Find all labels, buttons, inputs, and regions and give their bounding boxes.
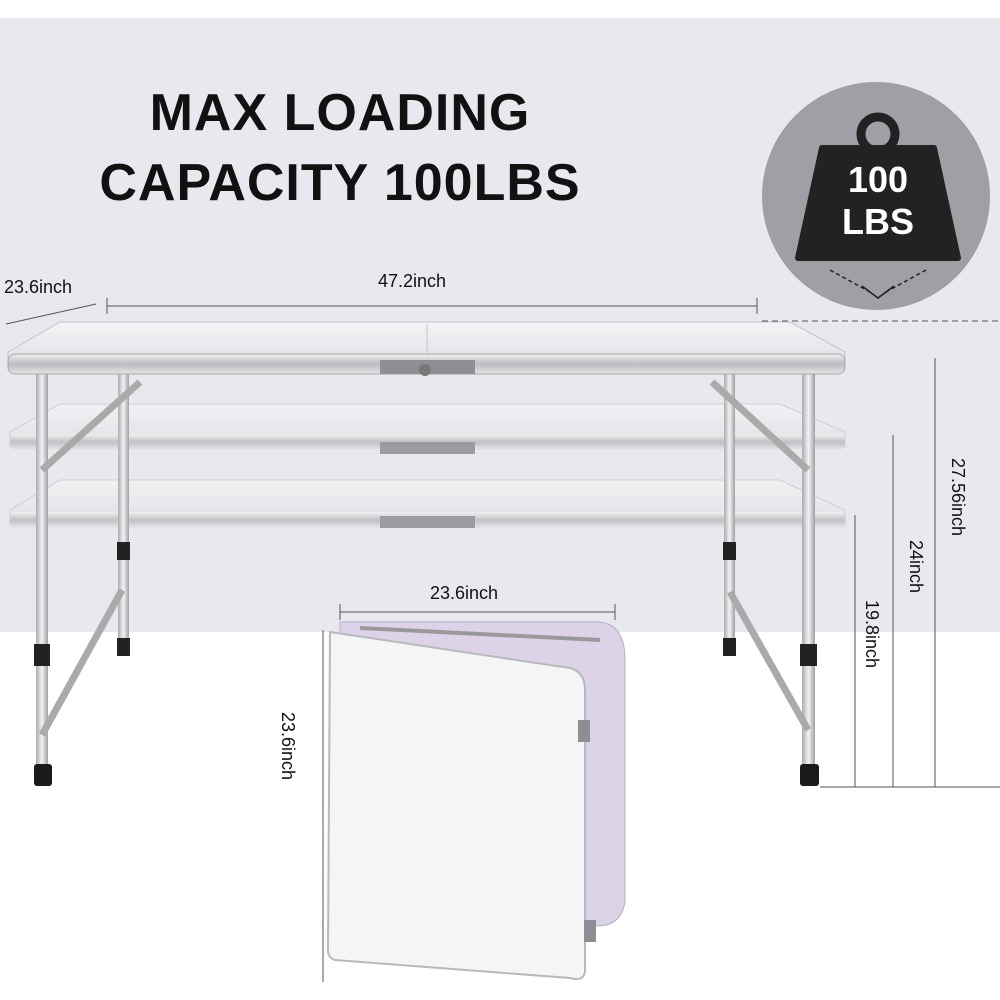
badge-value: 100 <box>847 159 909 200</box>
headline-line-1: MAX LOADING <box>149 84 531 142</box>
dim-height-mid: 24inch <box>906 540 926 594</box>
dimension-lines <box>5 298 1000 982</box>
badge-unit: LBS <box>842 201 914 242</box>
table-legs <box>34 370 819 786</box>
folded-table <box>326 621 626 981</box>
table-high <box>7 321 846 376</box>
dim-height-high: 27.56inch <box>948 458 968 537</box>
dim-table-width: 47.2inch <box>378 271 447 291</box>
dim-folded-height: 23.6inch <box>278 712 298 781</box>
table-mid <box>9 403 846 454</box>
table-low <box>9 479 846 528</box>
dim-folded-width: 23.6inch <box>430 583 499 603</box>
headline: MAX LOADING CAPACITY 100LBS <box>60 78 620 218</box>
dim-height-low: 19.8inch <box>862 600 882 669</box>
headline-line-2: CAPACITY 100LBS <box>99 154 581 212</box>
dim-table-depth: 23.6inch <box>4 277 73 297</box>
